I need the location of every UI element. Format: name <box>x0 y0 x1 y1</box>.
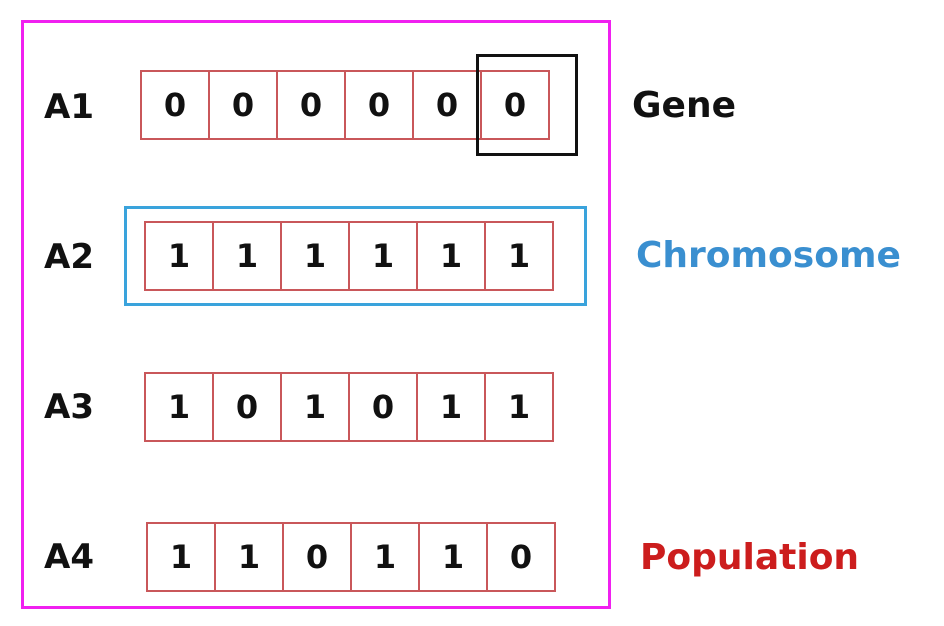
chromosome-a4: 1 1 0 1 1 0 <box>146 522 556 592</box>
gene-cell: 0 <box>344 70 414 140</box>
population-frame <box>21 20 611 609</box>
row-label-a3: A3 <box>44 387 94 427</box>
gene-cell: 1 <box>144 221 214 291</box>
gene-highlight-box <box>476 54 578 156</box>
row-label-a4: A4 <box>44 537 94 577</box>
chromosome-label: Chromosome <box>636 235 901 276</box>
gene-label: Gene <box>632 85 737 126</box>
gene-cell: 1 <box>484 221 554 291</box>
row-label-a2: A2 <box>44 237 94 277</box>
gene-cell: 1 <box>144 372 214 442</box>
gene-cell: 0 <box>282 522 352 592</box>
gene-cell: 0 <box>276 70 346 140</box>
gene-cell: 1 <box>146 522 216 592</box>
gene-cell: 1 <box>280 221 350 291</box>
gene-cell: 1 <box>214 522 284 592</box>
gene-cell: 0 <box>412 70 482 140</box>
chromosome-a2: 1 1 1 1 1 1 <box>144 221 554 291</box>
population-label: Population <box>640 537 860 578</box>
gene-cell: 0 <box>480 70 550 140</box>
row-label-a1: A1 <box>44 87 94 127</box>
gene-cell: 0 <box>208 70 278 140</box>
gene-cell: 0 <box>348 372 418 442</box>
gene-cell: 1 <box>484 372 554 442</box>
chromosome-a1: 0 0 0 0 0 0 <box>140 70 550 140</box>
chromosome-a3: 1 0 1 0 1 1 <box>144 372 554 442</box>
gene-cell: 0 <box>212 372 282 442</box>
gene-cell: 1 <box>416 221 486 291</box>
gene-cell: 1 <box>418 522 488 592</box>
gene-cell: 1 <box>350 522 420 592</box>
gene-cell: 1 <box>348 221 418 291</box>
gene-cell: 1 <box>280 372 350 442</box>
chromosome-highlight-box <box>124 206 587 306</box>
gene-cell: 1 <box>416 372 486 442</box>
gene-cell: 1 <box>212 221 282 291</box>
gene-cell: 0 <box>140 70 210 140</box>
gene-cell: 0 <box>486 522 556 592</box>
